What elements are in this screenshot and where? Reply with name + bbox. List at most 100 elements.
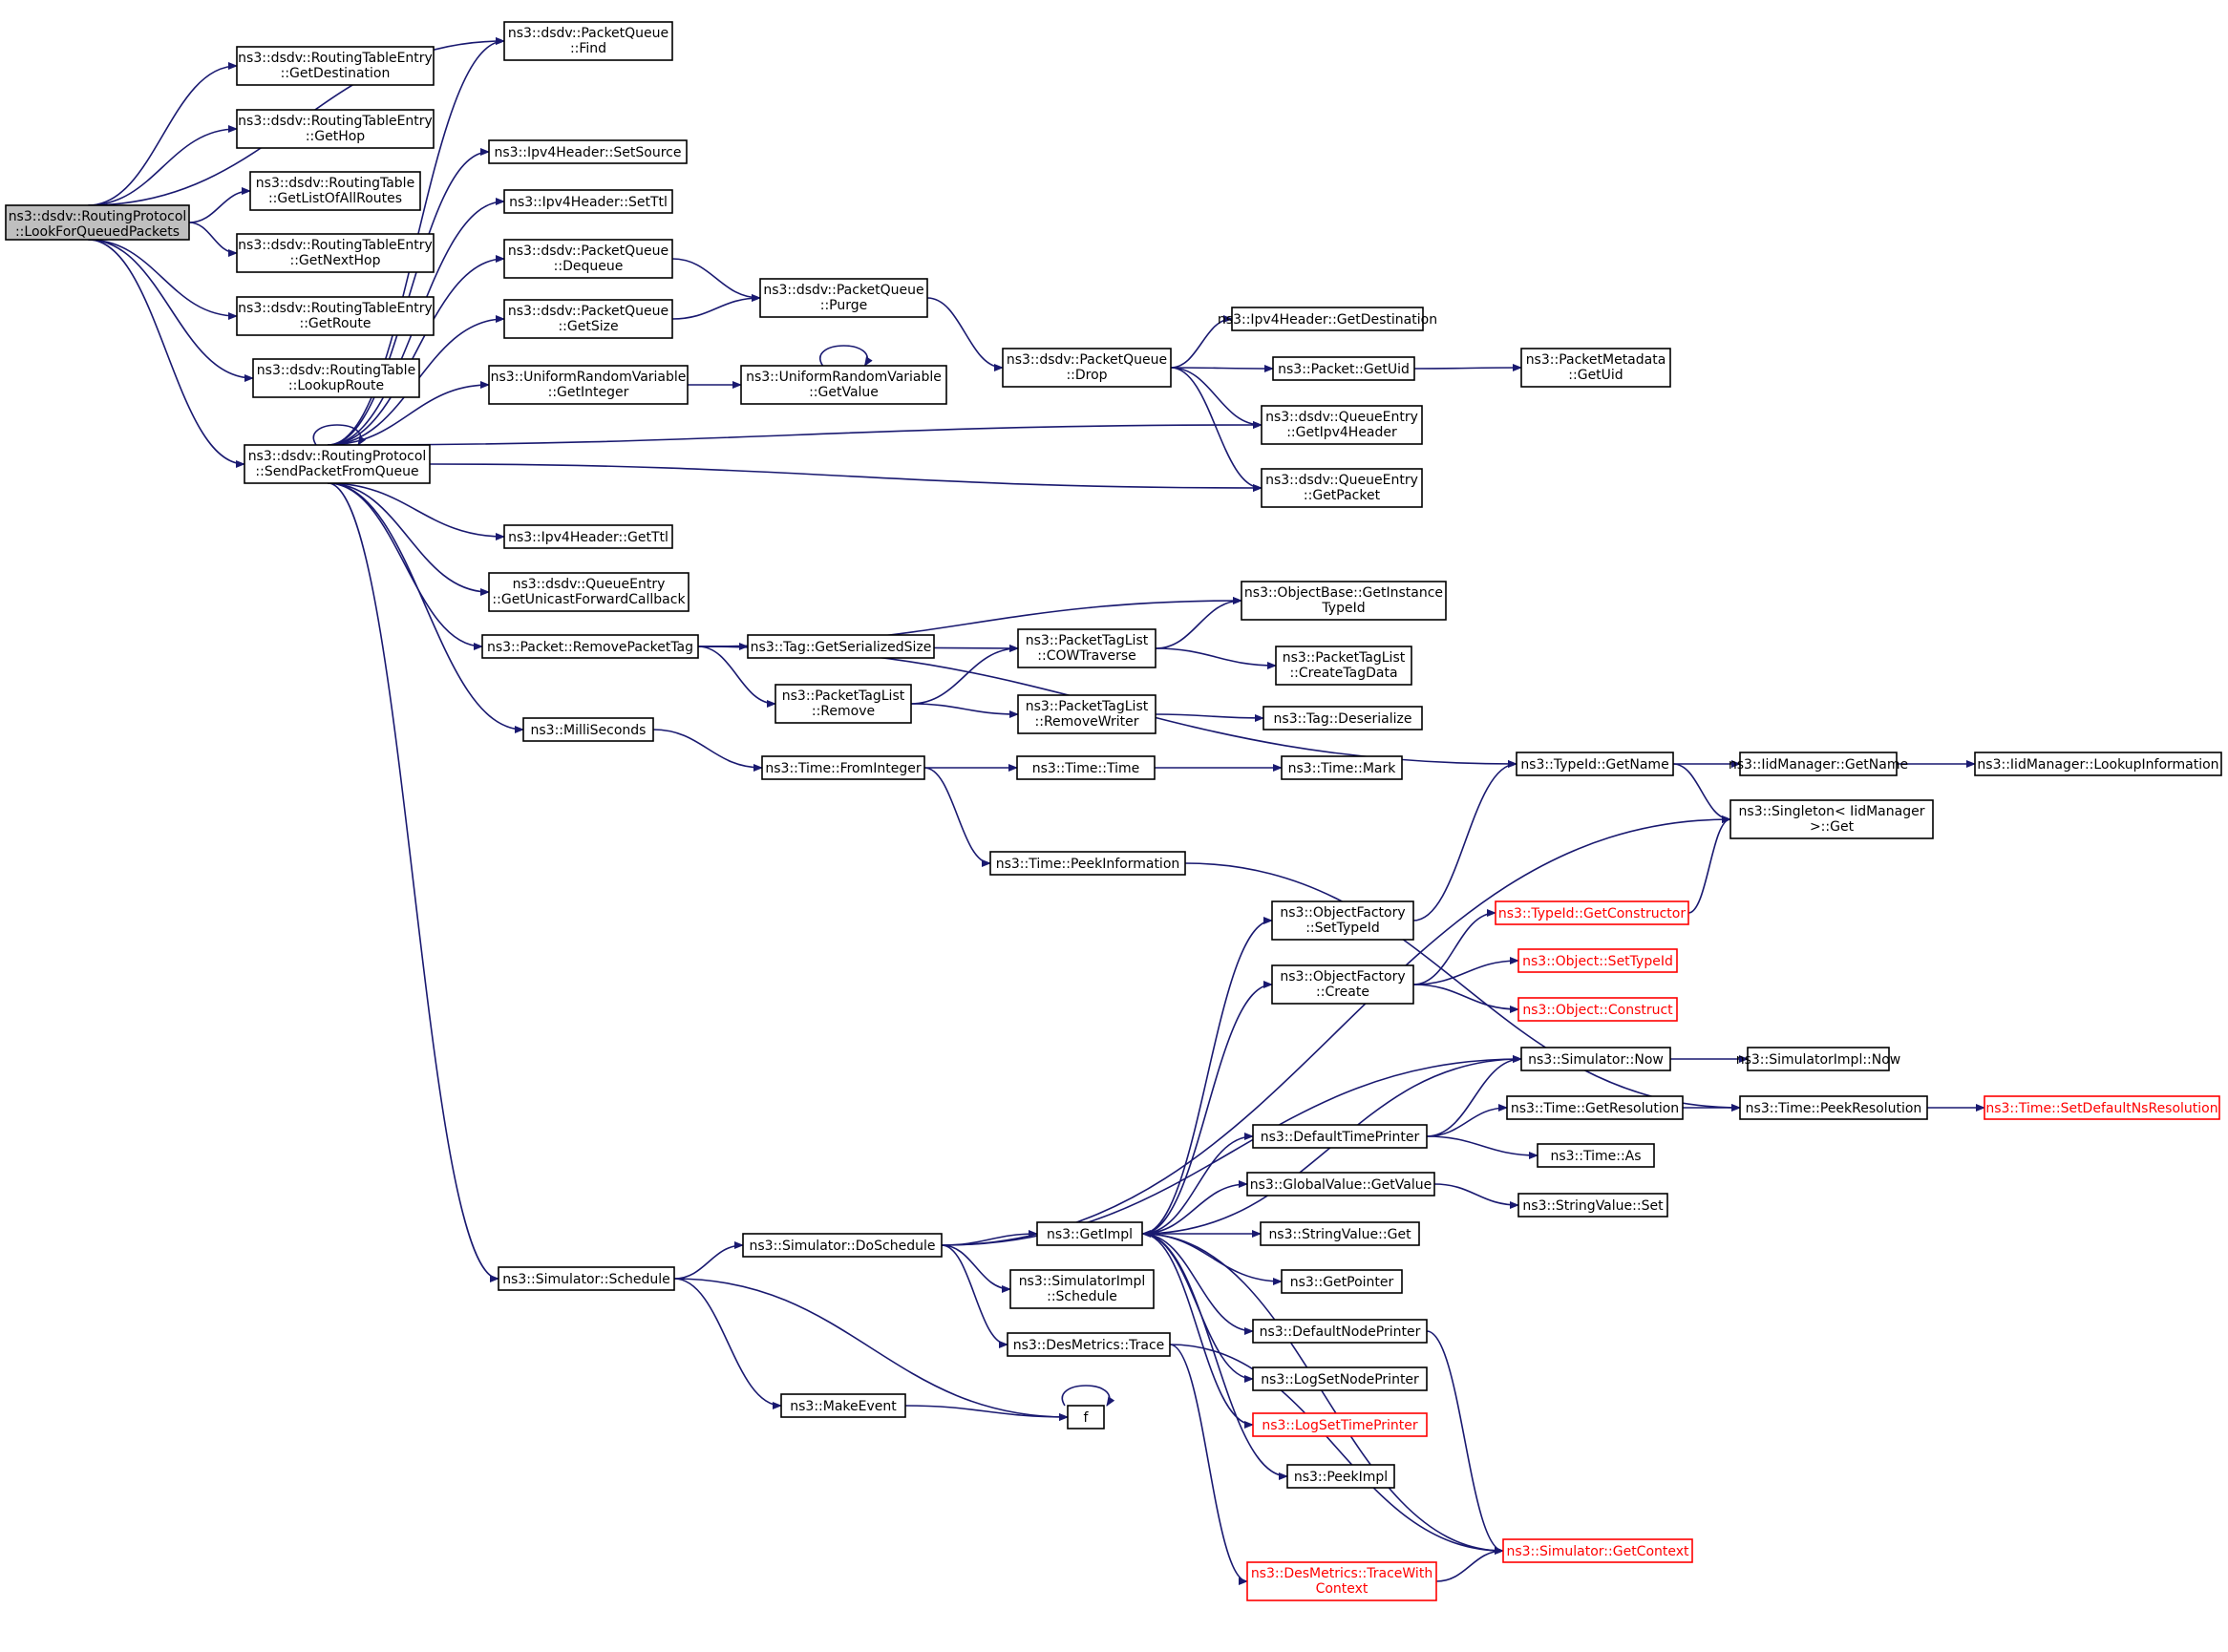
node-getContext[interactable]: ns3::Simulator::GetContext [1502,1538,1693,1563]
node-label: ::GetUid [1568,368,1623,383]
node-drop[interactable]: ns3::dsdv::PacketQueue::Drop [1002,348,1172,388]
node-find[interactable]: ns3::dsdv::PacketQueue::Find [503,21,673,61]
node-box [1261,468,1423,508]
node-singleton[interactable]: ns3::Singleton< IidManager>::Get [1729,799,1934,839]
node-box [252,358,420,398]
node-gvGetValue[interactable]: ns3::GlobalValue::GetValue [1246,1172,1435,1197]
node-peekResolution[interactable]: ns3::Time::PeekResolution [1739,1095,1928,1120]
node-simImplSchedule[interactable]: ns3::SimulatorImpl::Schedule [1009,1269,1155,1309]
node-metaGetUid[interactable]: ns3::PacketMetadata::GetUid [1520,348,1671,388]
node-label: ::SetTypeId [1305,921,1380,936]
node-getRoute[interactable]: ns3::dsdv::RoutingTableEntry::GetRoute [236,296,435,336]
node-box [236,46,435,86]
node-ipv4GetDest[interactable]: ns3::Ipv4Header::GetDestination [1218,307,1437,331]
node-peekInfo[interactable]: ns3::Time::PeekInformation [989,851,1186,876]
node-logSetTime[interactable]: ns3::LogSetTimePrinter [1252,1412,1428,1437]
node-label: ns3::Packet::GetUid [1278,362,1410,377]
node-setTtl[interactable]: ns3::Ipv4Header::SetTtl [503,189,673,214]
node-label: ns3::GetImpl [1047,1227,1133,1242]
node-iidGetName[interactable]: ns3::IidManager::GetName [1729,752,1908,776]
node-tagGetSize[interactable]: ns3::Tag::GetSerializedSize [747,634,935,659]
node-getUnicast[interactable]: ns3::dsdv::QueueEntry::GetUnicastForward… [488,572,690,612]
node-box [1231,307,1424,331]
node-getDest[interactable]: ns3::dsdv::RoutingTableEntry::GetDestina… [236,46,435,86]
node-setSource[interactable]: ns3::Ipv4Header::SetSource [488,139,688,164]
node-timeTime[interactable]: ns3::Time::Time [1016,755,1156,780]
node-simSchedule[interactable]: ns3::Simulator::Schedule [498,1266,675,1291]
node-getResolution[interactable]: ns3::Time::GetResolution [1506,1095,1684,1120]
node-doSchedule[interactable]: ns3::Simulator::DoSchedule [742,1233,943,1258]
node-deserialize[interactable]: ns3::Tag::Deserialize [1263,706,1423,731]
node-desTrace[interactable]: ns3::DesMetrics::Trace [1007,1332,1171,1357]
node-simNow[interactable]: ns3::Simulator::Now [1520,1047,1671,1071]
node-dequeue[interactable]: ns3::dsdv::PacketQueue::Dequeue [503,239,673,279]
node-createTagData[interactable]: ns3::PacketTagList::CreateTagData [1275,646,1412,686]
node-getInteger[interactable]: ns3::UniformRandomVariable::GetInteger [488,365,689,405]
node-label: ns3::MilliSeconds [531,723,647,738]
node-typeIdGetName[interactable]: ns3::TypeId::GetName [1516,752,1674,776]
node-purge[interactable]: ns3::dsdv::PacketQueue::Purge [759,278,928,318]
node-objSetTypeId[interactable]: ns3::Object::SetTypeId [1517,948,1678,973]
node-svGet[interactable]: ns3::StringValue::Get [1260,1221,1420,1246]
node-label: ns3::Ipv4Header::GetDestination [1218,312,1437,328]
node-fromInteger[interactable]: ns3::Time::FromInteger [761,755,925,780]
node-mark[interactable]: ns3::Time::Mark [1281,755,1403,780]
node-label: ns3::dsdv::QueueEntry [1265,410,1418,425]
edge-root-to-getNextHop [188,222,238,257]
edge-fromInteger-to-peekInfo [923,767,991,867]
node-label: TypeId [1321,601,1365,616]
edge-makeEvent-to-f [904,1405,1069,1421]
node-simImplNow[interactable]: ns3::SimulatorImpl::Now [1736,1047,1901,1071]
node-getNextHop[interactable]: ns3::dsdv::RoutingTableEntry::GetNextHop [236,233,435,273]
node-ofCreate[interactable]: ns3::ObjectFactory::Create [1271,964,1414,1005]
node-ptlRemove[interactable]: ns3::PacketTagList::Remove [774,684,912,724]
node-box [780,1393,906,1418]
node-logSetNode[interactable]: ns3::LogSetNodePrinter [1252,1366,1428,1391]
node-peekImpl[interactable]: ns3::PeekImpl [1286,1464,1395,1489]
node-send[interactable]: ns3::dsdv::RoutingProtocol::SendPacketFr… [244,444,431,484]
node-makeEvent[interactable]: ns3::MakeEvent [780,1393,906,1418]
edge-root-to-getRoute [88,239,238,320]
edge-getImpl-to-defaultNodePrinter [1141,1233,1254,1335]
node-milli[interactable]: ns3::MilliSeconds [522,717,654,742]
node-getTtl[interactable]: ns3::Ipv4Header::GetTtl [503,524,673,549]
node-setDefaultNs[interactable]: ns3::Time::SetDefaultNsResolution [1984,1095,2220,1120]
node-label: ns3::GlobalValue::GetValue [1250,1177,1432,1193]
node-cowTraverse[interactable]: ns3::PacketTagList::COWTraverse [1017,628,1156,668]
node-svSet[interactable]: ns3::StringValue::Set [1517,1193,1668,1218]
edge-typeIdGetName-to-singleton [1672,763,1731,823]
node-getImpl[interactable]: ns3::GetImpl [1036,1221,1143,1246]
node-f[interactable]: f [1067,1405,1105,1430]
node-getIpv4Header[interactable]: ns3::dsdv::QueueEntry::GetIpv4Header [1261,405,1423,445]
node-timeAs[interactable]: ns3::Time::As [1537,1143,1655,1168]
node-label: ns3::SimulatorImpl::Now [1736,1052,1901,1068]
node-ofSetTypeId[interactable]: ns3::ObjectFactory::SetTypeId [1271,900,1414,941]
node-label: ns3::Time::GetResolution [1511,1101,1679,1116]
edge-ptlRemove-to-removeWriter [910,703,1019,718]
node-getUid[interactable]: ns3::Packet::GetUid [1272,356,1415,381]
node-removeWriter[interactable]: ns3::PacketTagList::RemoveWriter [1017,694,1156,734]
node-getPointer[interactable]: ns3::GetPointer [1281,1269,1403,1294]
node-getHop[interactable]: ns3::dsdv::RoutingTableEntry::GetHop [236,109,435,149]
node-getPacket[interactable]: ns3::dsdv::QueueEntry::GetPacket [1261,468,1423,508]
node-label: ::GetHop [306,129,365,144]
node-removePacketTag[interactable]: ns3::Packet::RemovePacketTag [481,634,699,659]
node-root[interactable]: ns3::dsdv::RoutingProtocol::LookForQueue… [5,204,190,241]
edge-removePacketTag-to-ptlRemove [697,646,776,708]
edge-doSchedule-to-simImplSchedule [941,1244,1011,1293]
edge-desTrace-to-traceWithContext [1169,1344,1248,1585]
node-construct[interactable]: ns3::Object::Construct [1517,997,1678,1022]
node-label: ns3::Tag::GetSerializedSize [751,640,932,655]
node-lookupInfo[interactable]: ns3::IidManager::LookupInformation [1974,752,2222,776]
node-label: ns3::dsdv::RoutingTableEntry [238,238,433,253]
node-urvGetValue[interactable]: ns3::UniformRandomVariable::GetValue [740,365,947,405]
node-defaultTimePrinter[interactable]: ns3::DefaultTimePrinter [1252,1124,1428,1149]
node-getSize[interactable]: ns3::dsdv::PacketQueue::GetSize [503,299,673,339]
node-lookupRoute[interactable]: ns3::dsdv::RoutingTable::LookupRoute [252,358,420,398]
node-defaultNodePrinter[interactable]: ns3::DefaultNodePrinter [1252,1319,1428,1344]
node-box [1272,356,1415,381]
node-getConstructor[interactable]: ns3::TypeId::GetConstructor [1495,900,1689,925]
node-getList[interactable]: ns3::dsdv::RoutingTable::GetListOfAllRou… [249,171,421,211]
